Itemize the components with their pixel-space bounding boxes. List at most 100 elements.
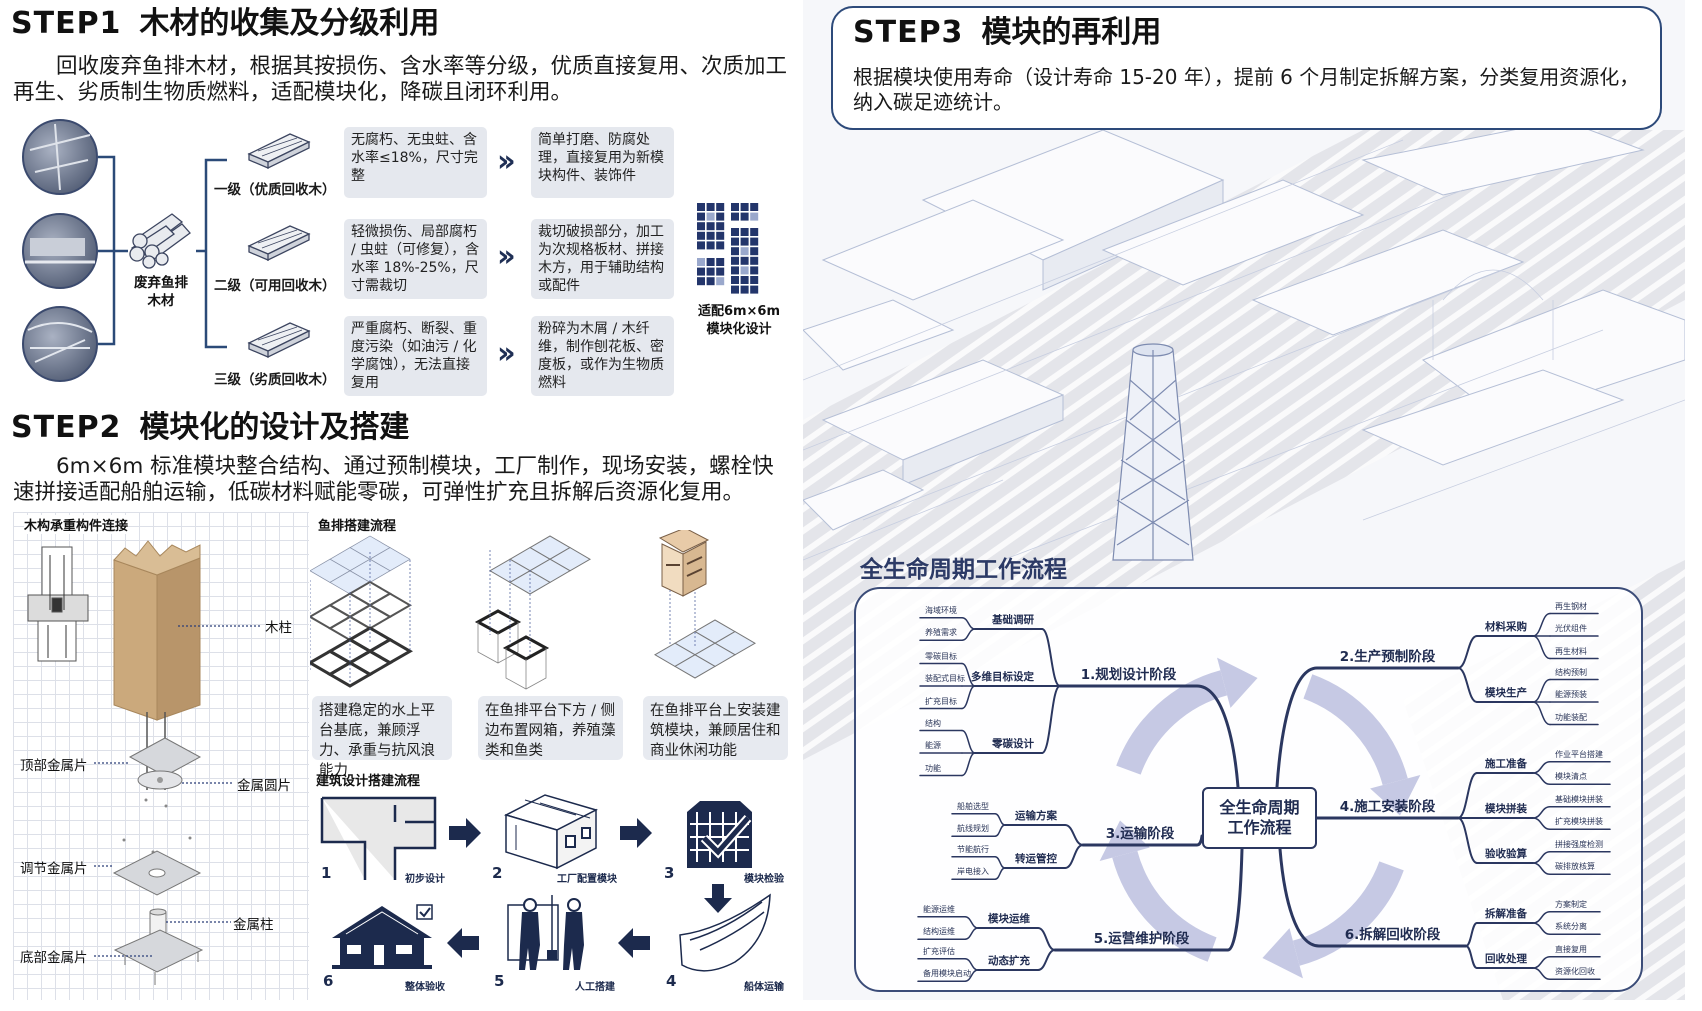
module-cell — [716, 241, 725, 250]
leaf-branch-line — [994, 813, 1006, 826]
arrow-left-icon — [618, 928, 650, 958]
leaf-branch-line — [994, 867, 1006, 880]
step2-description: 6m×6m 标准模块整合结构、通过预制模块，工厂制作，现场安装，螺栓快速拼接适配… — [13, 454, 774, 505]
mindmap-sub-label: 施工准备 — [1485, 758, 1527, 770]
leaf-branch-line — [1532, 922, 1551, 935]
mindmap-title: 全生命周期工作流程 — [860, 557, 1067, 583]
mindmap-leaf-label: 扩充模块拼装 — [1555, 817, 1603, 827]
plank-icons — [247, 133, 311, 359]
label-adjust-metal-plate: 调节金属片 — [20, 861, 88, 877]
arrow-right-icon — [620, 818, 652, 848]
grade-1-criteria: 无腐朽、无虫蛀、含水率≤18%，尺寸完整 — [344, 127, 487, 198]
joint-detail-drawing — [27, 546, 89, 662]
sub-branch-line — [1465, 945, 1478, 969]
leaf-branch-line — [994, 856, 1006, 869]
leaf-branch-line — [1532, 612, 1551, 637]
leaf-branch-line — [964, 927, 979, 940]
column-connection-drawing — [27, 540, 262, 985]
center-line-2: 工作流程 — [1227, 818, 1292, 837]
module-cell — [706, 258, 715, 266]
mindmap-leaf-label: 功能 — [925, 763, 941, 773]
build-step-2-label: 工厂配置模块 — [557, 874, 617, 885]
leaf-branch-line — [1532, 862, 1551, 875]
build-step-3-number: 3 — [664, 864, 675, 882]
module-cell — [697, 277, 705, 286]
mindmap-leaf-label: 船舶选型 — [957, 801, 989, 811]
cycle-arrow-icon — [1292, 861, 1404, 966]
mindmap-leaf-label: 结构运维 — [923, 927, 955, 937]
mindmap-sub-label: 模块运维 — [988, 913, 1030, 925]
mindmap-leaf-label: 扩充评估 — [923, 946, 955, 956]
module-cell — [716, 231, 725, 240]
grade-2-label: 二级（可用回收木） — [214, 278, 336, 294]
leaf-branch-line — [1532, 678, 1551, 703]
module-label-line-1: 适配6m×6m — [697, 304, 781, 319]
raft-step-3-text: 在鱼排平台上安装建筑模块，兼顾居住和商业休闲功能 — [643, 696, 788, 760]
mindmap-leaf-label: 航线规划 — [957, 824, 989, 834]
mindmap-leaf-label: 再生钢材 — [1555, 601, 1587, 611]
mindmap-leaf-label: 能源 — [925, 741, 941, 750]
build-step-5-number: 5 — [494, 972, 505, 990]
leaf-branch-line — [1532, 967, 1551, 980]
grade-2-treatment: 裁切破损部分，加工为次规格板材、拼接木方，用于辅助结构或配件 — [531, 219, 674, 299]
building-flow-icons — [320, 794, 771, 972]
module-cell — [706, 222, 715, 231]
mindmap-stage-label: 5.运营维护阶段 — [1093, 931, 1190, 947]
build-step-5-label: 人工搭建 — [575, 982, 615, 993]
wood-column-icon — [113, 540, 201, 721]
label-metal-disk: 金属圆片 — [237, 778, 291, 794]
mindmap-leaf-label: 碳排放核算 — [1555, 862, 1595, 872]
raft-step-1-text: 搭建稳定的水上平台基底，兼顾浮力、承重与抗风浪能力 — [312, 696, 452, 779]
cycle-arrowhead-icon — [1262, 928, 1303, 979]
raft-deck-tiles — [654, 619, 756, 679]
module-cell — [731, 203, 739, 211]
module-cell — [740, 247, 749, 256]
plank-3-icon — [247, 322, 311, 359]
module-cell — [731, 212, 739, 221]
step3-heading: 模块的再利用 — [981, 15, 1162, 50]
module-cell — [750, 256, 759, 265]
module-cell — [716, 277, 725, 286]
mindmap-leaf-label: 功能装配 — [1555, 712, 1587, 722]
step3-description: 根据模块使用寿命（设计寿命 15-20 年），提前 6 个月制定拆解方案，分类复… — [853, 65, 1640, 114]
mindmap-sub-label: 模块生产 — [1485, 687, 1527, 699]
mindmap-leaf-label: 能源预装 — [1555, 690, 1587, 699]
raft-step-2-text: 在鱼排平台下方 / 侧边布置网箱，养殖藻类和鱼类 — [478, 696, 623, 760]
module-cell — [740, 237, 749, 246]
module-cell — [716, 222, 725, 231]
cycle-arrowhead-icon — [1370, 775, 1421, 816]
leaf-branch-line — [961, 685, 976, 710]
raft-floats — [310, 626, 413, 688]
module-cell — [740, 203, 749, 211]
module-cell — [740, 256, 749, 265]
mindmap-leaf-label: 基础模块拼装 — [1555, 794, 1603, 804]
module-cell — [697, 222, 705, 231]
leaf-branch-line — [1532, 851, 1551, 864]
mindmap-leaf-label: 直接复用 — [1555, 944, 1587, 954]
source-label: 废弃鱼排木材 — [134, 275, 188, 309]
build-step-1-number: 1 — [321, 864, 332, 882]
structure-title: 木构承重构件连接 — [24, 515, 129, 534]
mindmap-leaf-label: 海域环境 — [925, 605, 957, 615]
leaf-branch-line — [961, 628, 976, 641]
mindmap-sub-label: 基础调研 — [992, 614, 1034, 626]
stage-branch-line — [1278, 847, 1468, 948]
label-bottom-metal-plate: 底部金属片 — [20, 950, 88, 966]
module-cell — [750, 237, 759, 246]
module-cell — [750, 285, 759, 294]
top-metal-plate-icon — [128, 737, 202, 777]
module-cell — [716, 267, 725, 276]
workers-assembly-icon — [507, 895, 584, 970]
step1-diagram — [22, 119, 759, 382]
mindmap-leaf-label: 备用模块启动 — [923, 969, 971, 979]
net-cage-icon — [502, 635, 550, 690]
module-label-line-2: 模块化设计 — [706, 322, 772, 337]
module-cell — [706, 267, 715, 276]
module-cell — [740, 285, 749, 294]
mindmap-stage-label: 6.拆解回收阶段 — [1344, 927, 1441, 943]
grade-2-criteria: 轻微损伤、局部腐朽 / 虫蛀（可修复），含水率 18%-25%，尺寸需裁切 — [344, 219, 487, 299]
build-step-2-number: 2 — [492, 864, 503, 882]
house-complete-icon — [332, 904, 433, 969]
